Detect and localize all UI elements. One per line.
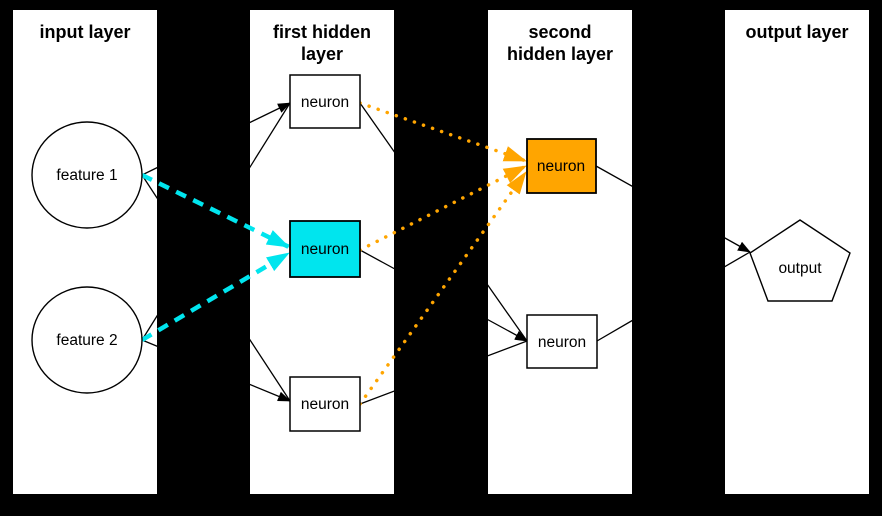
layer-title-output: output layer: [745, 22, 848, 42]
edge-feature2-hidden1bottom: [141, 339, 291, 402]
edge-feature2-hidden1middle: [140, 251, 291, 342]
edge-hidden1bottom-hidden2top: [358, 170, 528, 406]
node-hidden2-top-rect: [526, 138, 597, 194]
edge-hidden1top-hidden2bottom: [359, 102, 528, 342]
edge-hidden2bottom-output: [596, 251, 751, 342]
layer-title-input: input layer: [39, 22, 130, 42]
node-output-pentagon: [749, 219, 851, 302]
node-hidden1-bottom-rect: [289, 376, 361, 432]
edge-feature1-hidden1middle: [141, 172, 290, 250]
edge-hidden1middle-hidden2top: [358, 164, 528, 252]
edge-feature2-hidden1top: [141, 102, 291, 341]
node-hidden1-top-label: neuron: [301, 94, 349, 111]
layer-title-first-hidden-line1: first hidden: [273, 22, 371, 42]
layer-panel-input: [13, 10, 157, 494]
node-hidden2-bottom-rect: [526, 314, 598, 369]
node-feature2-circle: [31, 286, 143, 394]
edge-group-orange: [358, 101, 528, 406]
node-hidden1-middle-rect: [289, 220, 361, 278]
edge-feature1-hidden1top: [141, 102, 291, 176]
node-hidden1-bottom-label: neuron: [301, 396, 349, 413]
node-hidden1-top-rect: [289, 74, 361, 129]
node-output-label: output: [778, 260, 822, 277]
edge-group-black: [141, 102, 751, 405]
node-hidden2-top-label: neuron: [537, 158, 585, 175]
edge-hidden1middle-hidden2bottom: [359, 249, 528, 342]
layer-panel-second-hidden: [488, 10, 632, 494]
layer-title-second-hidden-line2: hidden layer: [507, 44, 613, 64]
edge-hidden1bottom-hidden2bottom: [359, 340, 528, 405]
node-feature1-circle: [31, 121, 143, 229]
edge-hidden2top-output: [595, 165, 751, 253]
edge-feature1-hidden1bottom: [141, 174, 291, 402]
node-hidden2-bottom-label: neuron: [538, 334, 586, 351]
edge-hidden1top-hidden2top: [358, 101, 528, 163]
node-feature2-label: feature 2: [56, 332, 117, 349]
node-feature1-label: feature 1: [56, 167, 117, 184]
layer-title-second-hidden-line1: second: [528, 22, 591, 42]
edge-group-cyan: [140, 172, 291, 342]
node-hidden1-middle-label: neuron: [301, 241, 349, 258]
layer-title-first-hidden-line2: layer: [301, 44, 343, 64]
